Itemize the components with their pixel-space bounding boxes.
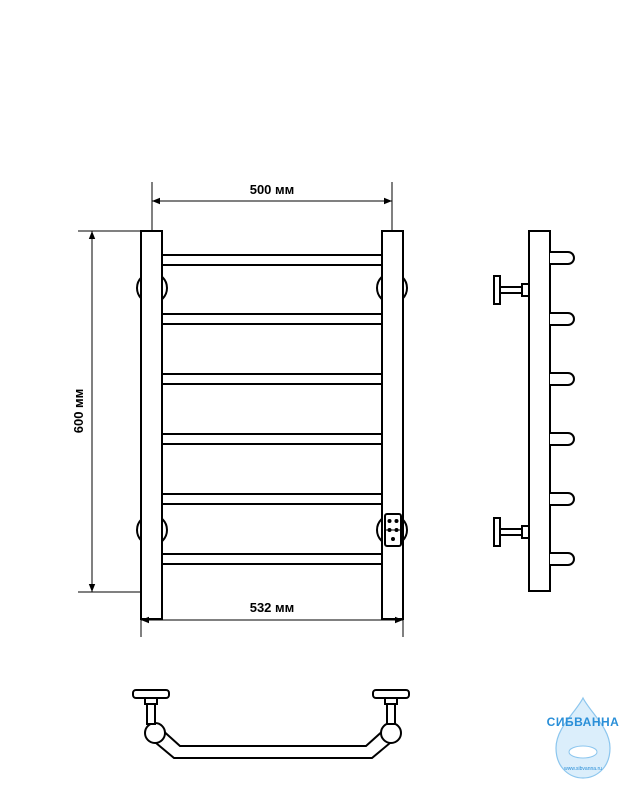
top-wall-mount-icon <box>372 689 410 725</box>
top-view <box>132 689 410 759</box>
front-view <box>136 230 408 620</box>
crossbar <box>161 254 383 266</box>
joint-icon <box>380 722 402 744</box>
overall-width-dimension-label: 532 мм <box>250 600 295 615</box>
side-wall-bracket-icon <box>493 275 530 305</box>
crossbar <box>161 493 383 505</box>
height-dimension-label: 600 мм <box>71 389 86 434</box>
dimension-top: 500 мм <box>151 182 393 231</box>
top-wall-mount-icon <box>132 689 170 725</box>
crossbar <box>161 313 383 325</box>
brand-url: www.sibvanna.ru <box>564 766 602 772</box>
side-view <box>493 230 575 592</box>
brand-watermark: СИБВАННА www.sibvanna.ru <box>547 696 620 779</box>
connector-block-icon <box>384 513 402 547</box>
left-upright <box>140 230 163 620</box>
right-upright <box>381 230 404 620</box>
crossbars <box>161 254 383 565</box>
bathtub-icon <box>568 745 598 759</box>
side-wall-bracket-icon <box>493 517 530 547</box>
dimension-left: 600 мм <box>71 230 141 593</box>
width-dimension-label: 500 мм <box>250 182 295 197</box>
dimension-bottom: 532 мм <box>140 600 404 637</box>
joint-icon <box>144 722 166 744</box>
crossbar <box>161 373 383 385</box>
water-drop-icon <box>555 696 611 779</box>
side-upright <box>528 230 551 592</box>
side-crossbar-stubs <box>550 251 575 566</box>
crossbar <box>161 433 383 445</box>
crossbar <box>161 553 383 565</box>
brand-name: СИБВАННА <box>547 715 620 729</box>
